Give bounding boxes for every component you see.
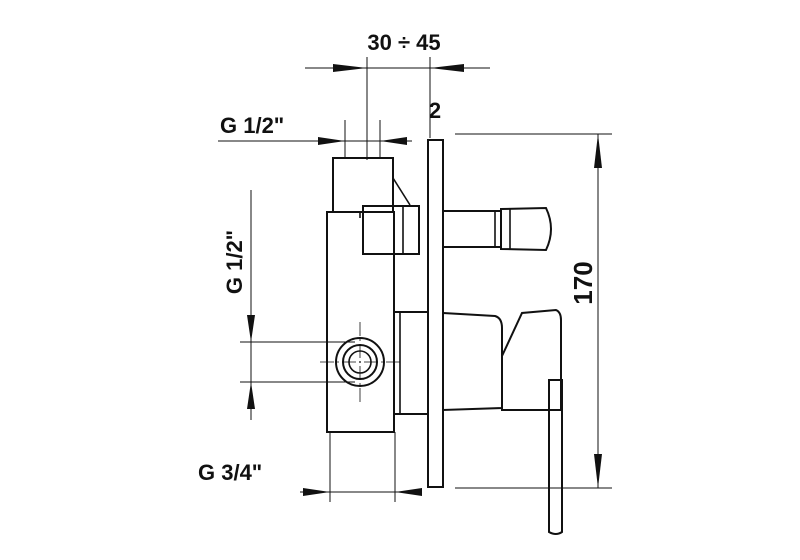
overall-height-label: 170 [568,261,598,304]
diverter-knob-cap [500,206,552,252]
arrow-head [395,488,422,496]
top-inlet-connector [332,157,394,213]
top-inlet-thread-dimension: G 1/2" [218,113,412,158]
valve-body [320,157,429,433]
cover-plate-outline [427,139,444,488]
side-thread-dimension: G 1/2" [222,190,355,420]
mixer-handle-body [501,308,562,411]
arrow-head [303,488,330,496]
cover-plate [427,139,444,488]
plate-thickness-label: 2 [429,98,441,123]
mixer-handle [442,308,563,535]
connector-bevel [392,177,411,206]
top-range-dimension: 30 ÷ 45 [305,30,490,160]
diverter-collar [402,205,420,255]
bottom-thread-dimension: G 3/4" [198,432,422,502]
arrow-head [247,315,255,342]
top-range-label: 30 ÷ 45 [367,30,440,55]
side-thread-label: G 1/2" [222,230,247,294]
diverter-housing [362,205,420,255]
arrow-head [247,382,255,409]
arrow-head [333,64,367,72]
overall-height-dimension: 170 [455,133,612,489]
arrow-head [594,134,602,168]
plate-thickness-dimension: 2 [429,98,441,123]
mixer-lever [548,379,563,535]
arrow-head [430,64,464,72]
mixer-housing [393,311,429,415]
mixer-handle-base [442,311,503,412]
diverter-stem [442,210,502,248]
bottom-thread-label: G 3/4" [198,460,262,485]
top-inlet-thread-label: G 1/2" [220,113,284,138]
arrow-head [318,137,345,145]
main-body [326,211,395,433]
side-outlet-outer [335,337,385,387]
arrow-head [380,137,407,145]
arrow-head [594,454,602,488]
diverter-knob [442,206,552,252]
